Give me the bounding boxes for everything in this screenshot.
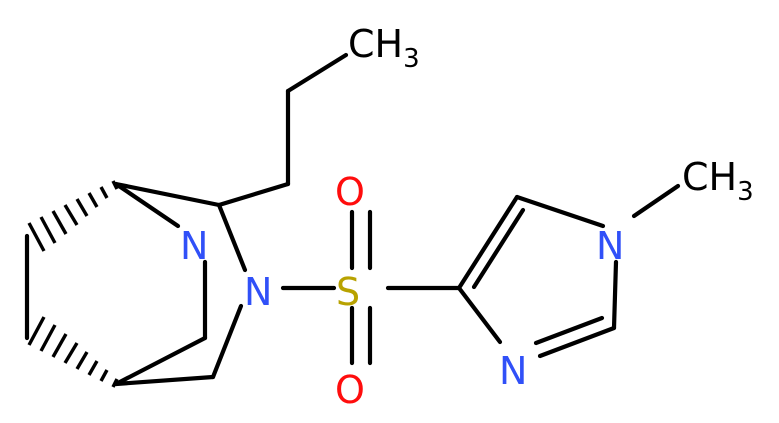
atom-oxygen-bottom: O bbox=[335, 368, 365, 412]
bond-n1-methyl bbox=[631, 183, 681, 219]
bond-c4-c5-imid-double bbox=[471, 207, 526, 290]
bond-c4a-c5 bbox=[113, 374, 216, 387]
bond-c5-c4 bbox=[113, 335, 208, 387]
sulfonyl-bonds bbox=[280, 209, 462, 366]
atom-sulfur: S bbox=[336, 270, 360, 314]
hashed-wedge-top bbox=[27, 180, 119, 252]
bond-cprop2-cprop3 bbox=[285, 52, 349, 94]
atom-oxygen-top: O bbox=[335, 170, 365, 214]
bond-c1-c2 bbox=[113, 181, 222, 208]
bond-n3-c4-imid bbox=[456, 285, 503, 345]
hashed-wedge-bottom bbox=[27, 316, 119, 388]
bond-c2-n3-imid-b bbox=[533, 315, 605, 346]
atom-n-ring: N bbox=[499, 349, 527, 393]
bond-n3-c4 bbox=[210, 303, 244, 380]
bond-c5-n1 bbox=[514, 194, 606, 229]
bond-c2-n3 bbox=[216, 202, 248, 273]
bicyclic-core-bonds bbox=[24, 181, 248, 387]
bond-c4-c5-imid bbox=[456, 194, 520, 291]
bond-c1-n8 bbox=[113, 181, 181, 229]
bond-n1-c2 bbox=[611, 259, 619, 331]
label-ch3-methyl: CH3 bbox=[682, 155, 754, 207]
atom-n-methyl: N bbox=[596, 224, 624, 268]
bond-c2-n3-imid-a bbox=[537, 325, 617, 359]
label-ch3-propyl: CH3 bbox=[348, 22, 420, 74]
atom-n-bridge: N bbox=[180, 224, 208, 268]
imidazole-bonds bbox=[456, 183, 681, 359]
atom-n-sulfonamide: N bbox=[244, 270, 272, 314]
propyl-chain-bonds bbox=[216, 52, 349, 208]
bond-c2-cprop1 bbox=[216, 181, 291, 208]
